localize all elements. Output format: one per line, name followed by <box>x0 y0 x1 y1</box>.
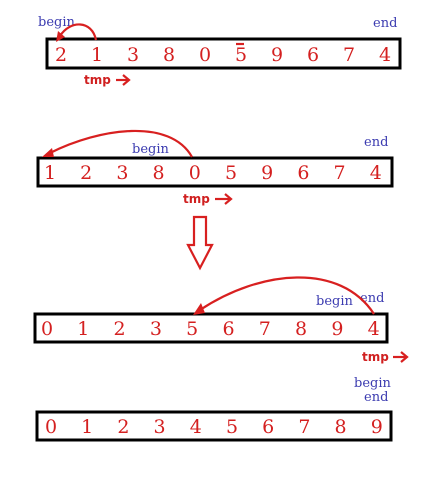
row1-cell-9: 4 <box>379 44 391 66</box>
row3-cell-5: 6 <box>222 318 234 340</box>
row2-end-label: end <box>364 135 388 150</box>
row3-cell-1: 1 <box>77 318 89 340</box>
row2-move-arrow <box>49 129 193 158</box>
row4-end-label: end <box>364 390 388 405</box>
row4-begin-label: begin <box>354 376 391 391</box>
down-arrow <box>186 215 214 271</box>
row3-cell-4: 5 <box>186 318 198 340</box>
row1-cell-2: 3 <box>127 44 139 66</box>
row1-tmp-label: tmp <box>84 73 111 87</box>
row2-cell-6: 9 <box>261 162 273 184</box>
row2-values: 1 2 3 8 0 5 9 6 7 4 <box>44 162 382 184</box>
row4-cell-0: 0 <box>45 416 57 438</box>
row2-cell-9: 4 <box>370 162 382 184</box>
row1-swap-arrowhead <box>56 31 65 42</box>
row1-cell-0: 2 <box>55 44 67 66</box>
row3-cell-0: 0 <box>41 318 53 340</box>
row2-tmp-label: tmp <box>183 192 210 206</box>
row1-cell-8: 7 <box>343 44 355 66</box>
row1-values: 2 1 3 8 0 5 9 6 7 4 <box>55 44 391 66</box>
row2-tmp-arrowhead <box>224 193 233 205</box>
row2-cell-5: 5 <box>225 162 237 184</box>
row1-cell-4: 0 <box>199 44 211 66</box>
row1-cell-6: 9 <box>271 44 283 66</box>
row4-cell-7: 7 <box>298 416 310 438</box>
row4-array-box <box>35 410 393 442</box>
row4-cell-2: 2 <box>117 416 129 438</box>
row4-cell-9: 9 <box>371 416 383 438</box>
row2-cell-2: 3 <box>116 162 128 184</box>
row2-cell-4: 0 <box>189 162 201 184</box>
row2-array-box <box>36 156 394 188</box>
row3-cell-7: 8 <box>295 318 307 340</box>
row4-cell-8: 8 <box>335 416 347 438</box>
row1-swap-arrow <box>59 23 98 41</box>
row1-tmp-arrowhead <box>122 74 131 86</box>
row2-cell-0: 1 <box>44 162 56 184</box>
row1-cell-3: 8 <box>163 44 175 66</box>
row2-cell-7: 6 <box>297 162 309 184</box>
row3-cell-3: 3 <box>150 318 162 340</box>
row1-cell-7: 6 <box>307 44 319 66</box>
row3-begin-label: begin <box>316 294 353 309</box>
row1-begin-label: begin <box>38 15 75 30</box>
row3-tmp-label: tmp <box>362 350 389 364</box>
row3-cell-9: 4 <box>368 318 380 340</box>
row1-cell-5: 5 <box>235 44 247 66</box>
row4-cell-3: 3 <box>154 416 166 438</box>
row2-cell-1: 2 <box>80 162 92 184</box>
row3-move-arrowhead <box>193 303 205 315</box>
row2-cell-8: 7 <box>334 162 346 184</box>
row4-cell-6: 6 <box>262 416 274 438</box>
row1-array-box <box>45 37 402 70</box>
row4-cell-4: 4 <box>190 416 202 438</box>
row2-begin-label: begin <box>132 142 169 157</box>
row1-end-label: end <box>373 16 397 31</box>
row4-cell-5: 5 <box>226 416 238 438</box>
row1-cell-1: 1 <box>91 44 103 66</box>
row3-cell-8: 9 <box>331 318 343 340</box>
row2-cell-3: 8 <box>153 162 165 184</box>
row3-tmp-arrowhead <box>400 351 409 363</box>
row2-move-arrowhead <box>42 148 54 157</box>
row4-values: 0 1 2 3 4 5 6 7 8 9 <box>45 416 383 438</box>
row4-cell-1: 1 <box>81 416 93 438</box>
row3-cell-6: 7 <box>259 318 271 340</box>
row3-cell-2: 2 <box>114 318 126 340</box>
row3-move-arrow <box>199 276 375 315</box>
row3-values: 0 1 2 3 5 6 7 8 9 4 <box>41 318 380 340</box>
row3-array-box <box>33 312 389 344</box>
row3-end-label: end <box>360 291 384 306</box>
